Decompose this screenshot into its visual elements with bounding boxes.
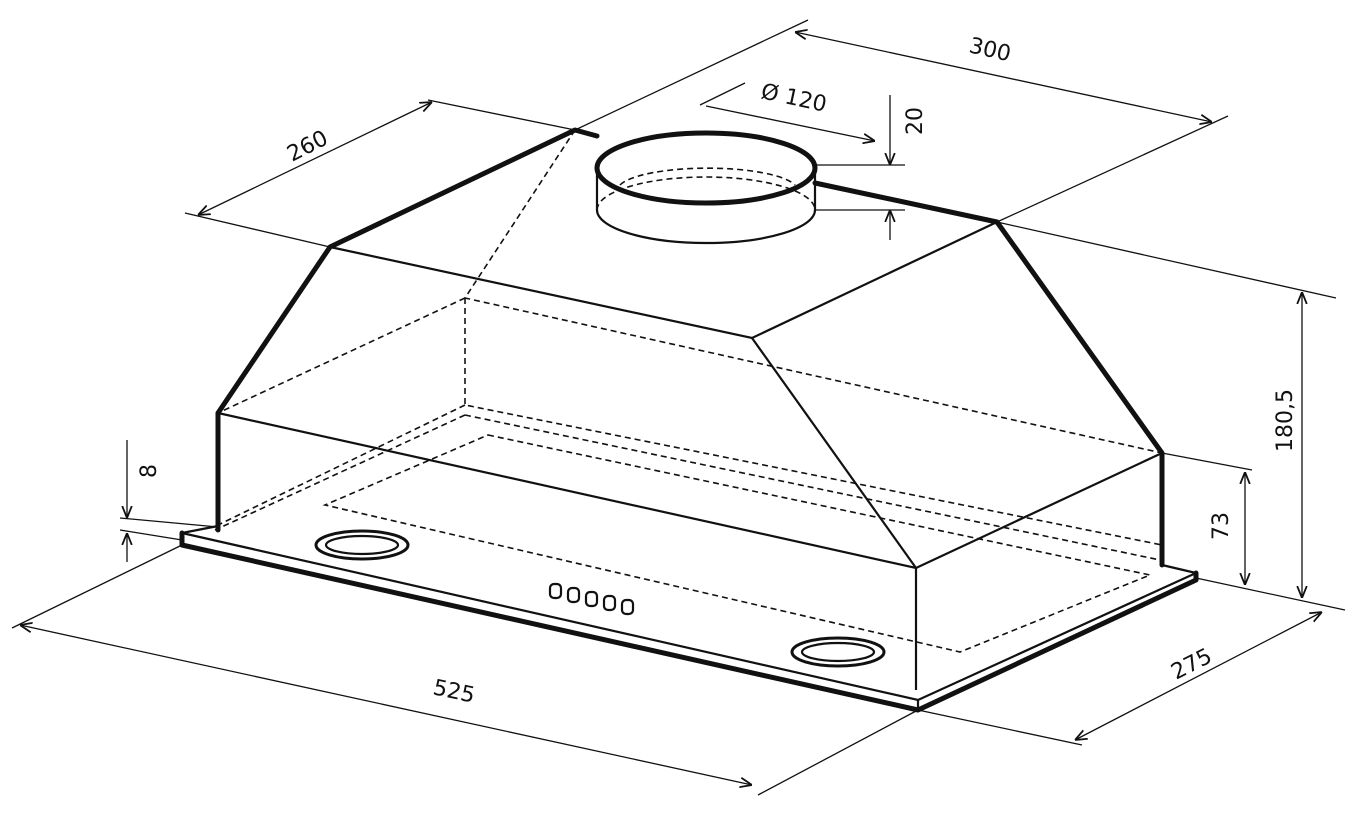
hidden-edges — [214, 129, 1163, 653]
dim-label-300: 300 — [967, 33, 1014, 67]
dim-label-525: 525 — [431, 675, 477, 708]
dim-label-20: 20 — [903, 107, 928, 135]
dim-label-duct-diameter: Ø 120 — [759, 79, 829, 117]
dim-label-73: 73 — [1209, 512, 1234, 540]
dimension-lines — [11, 19, 1346, 796]
control-buttons — [548, 582, 635, 616]
dim-label-8: 8 — [137, 464, 162, 478]
duct — [594, 130, 818, 245]
lamp-right — [790, 636, 886, 668]
dim-label-260: 260 — [283, 126, 332, 167]
hood-body — [215, 127, 1165, 690]
lamp-left — [314, 529, 410, 561]
dim-label-180-5: 180,5 — [1273, 389, 1298, 452]
